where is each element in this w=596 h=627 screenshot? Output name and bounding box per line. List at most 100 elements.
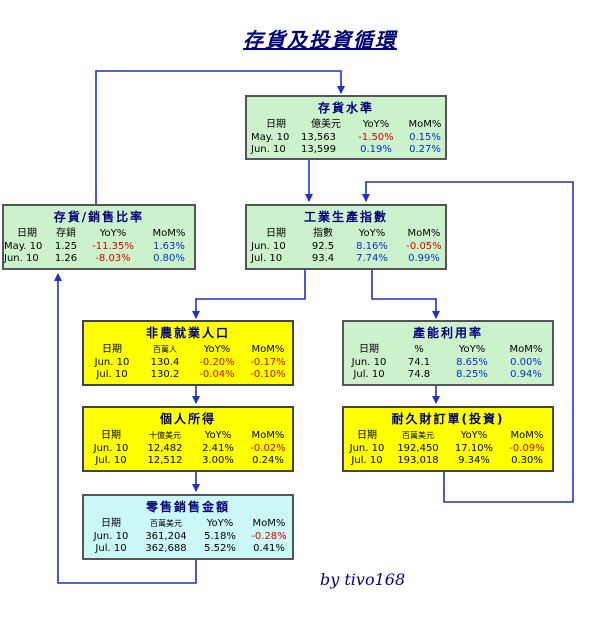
arrow-retail-to-ratio	[54, 273, 197, 584]
arrow-durable-to-production	[362, 181, 574, 503]
author-byline: by tivo168	[320, 570, 406, 589]
row-value: 93.4	[311, 253, 335, 264]
row-mom: 0.94%	[510, 369, 542, 380]
row-yoy: -0.04%	[199, 369, 235, 380]
header-yoy: YoY%	[203, 344, 231, 355]
row-date: Jun. 10	[93, 530, 129, 542]
row-value: 1.26	[54, 253, 78, 264]
row-value: 1.25	[54, 240, 78, 252]
row-value: 12,512	[147, 455, 183, 466]
box-title: 存貨水準	[317, 101, 374, 115]
row-date: Jul. 10	[95, 543, 127, 554]
header-date: 日期	[357, 430, 377, 441]
row-yoy: 8.16%	[356, 240, 388, 252]
header-mom: MoM%	[408, 119, 442, 130]
row-mom: 0.99%	[408, 253, 440, 264]
row-date: Jul. 10	[351, 455, 383, 466]
row-date: May. 10	[4, 240, 43, 252]
retail-sales-box: 零售銷售金額 日期 百萬美元 YoY% MoM% Jun. 10 361,204…	[82, 494, 294, 560]
row-date: Jun. 10	[351, 356, 387, 368]
header-date: 日期	[17, 228, 37, 239]
header-mom: MoM%	[251, 344, 285, 355]
arrow-production-to-capacity	[371, 270, 440, 319]
row-mom: 0.15%	[409, 131, 441, 143]
inventory-level-box: 存貨水準 日期 億美元 YoY% MoM% May. 10 13,563 -1.…	[245, 95, 447, 160]
row-yoy: 8.65%	[456, 356, 488, 368]
row-date: Jun. 10	[93, 442, 129, 454]
row-yoy: 8.25%	[456, 369, 488, 380]
arrow-production-to-payrolls	[192, 270, 306, 319]
row-yoy: 5.18%	[204, 530, 236, 542]
row-mom: -0.17%	[250, 356, 286, 368]
row-yoy: 0.19%	[360, 144, 392, 155]
capacity-utilization-box: 產能利用率 日期 % YoY% MoM% Jun. 10 74.1 8.65% …	[342, 320, 554, 386]
row-yoy: -8.03%	[95, 253, 131, 264]
row-value: 130.2	[150, 369, 180, 380]
header-mom: MoM%	[509, 344, 543, 355]
row-mom: -0.09%	[509, 442, 545, 454]
header-mom: MoM%	[252, 518, 286, 529]
row-mom: -0.28%	[251, 530, 287, 542]
row-value: 361,204	[145, 530, 187, 542]
row-value: 130.4	[150, 356, 180, 368]
personal-income-box: 個人所得 日期 十億美元 YoY% MoM% Jun. 10 12,482 2.…	[82, 406, 294, 472]
row-value: 13,599	[301, 144, 336, 155]
inventory-sales-ratio-box: 存貨/銷售比率 日期 存銷 YoY% MoM% May. 10 1.25 -11…	[2, 204, 196, 270]
row-mom: 0.41%	[253, 543, 285, 554]
box-title: 耐久財訂單(投資)	[391, 412, 505, 426]
row-value: 92.5	[311, 240, 335, 252]
diagram-title: 存貨及投資循環	[243, 28, 397, 52]
row-mom: -0.05%	[406, 240, 442, 252]
header-date: 日期	[102, 344, 122, 355]
header-mom: MoM%	[510, 430, 544, 441]
box-title: 零售銷售金額	[145, 500, 230, 514]
row-value: 12,482	[147, 442, 183, 454]
header-unit: 存銷	[56, 228, 76, 239]
header-unit: 百萬人	[153, 345, 177, 354]
header-yoy: YoY%	[206, 518, 234, 529]
header-date: 日期	[266, 228, 286, 239]
header-unit: 百萬美元	[402, 431, 434, 440]
row-mom: 0.80%	[153, 253, 185, 264]
header-mom: MoM%	[407, 228, 441, 239]
header-date: 日期	[359, 344, 379, 355]
row-mom: 0.30%	[511, 455, 543, 466]
row-date: Jul. 10	[353, 369, 385, 380]
row-yoy: 17.10%	[454, 442, 494, 454]
header-unit: 指數	[313, 228, 333, 239]
row-date: May. 10	[251, 131, 290, 143]
header-date: 日期	[101, 518, 121, 529]
nonfarm-payrolls-box: 非農就業人口 日期 百萬人 YoY% MoM% Jun. 10 130.4 -0…	[82, 320, 294, 386]
row-mom: -0.10%	[250, 369, 286, 380]
row-yoy: 5.52%	[204, 543, 236, 554]
header-date: 日期	[266, 119, 286, 130]
row-mom: 0.00%	[510, 356, 542, 368]
header-yoy: YoY%	[204, 430, 232, 441]
row-value: 362,688	[145, 543, 187, 554]
row-yoy: 2.41%	[202, 442, 234, 454]
row-yoy: -1.50%	[358, 131, 394, 143]
box-title: 個人所得	[159, 412, 216, 426]
row-date: Jul. 10	[96, 369, 128, 380]
box-title: 存貨/銷售比率	[53, 210, 145, 224]
header-unit: 百萬美元	[150, 519, 182, 528]
row-yoy: -0.20%	[199, 356, 235, 368]
arrow-ratio-to-inventory-level	[95, 70, 345, 204]
header-yoy: YoY%	[458, 344, 486, 355]
row-value: 192,450	[397, 442, 439, 454]
row-value: 193,018	[397, 455, 439, 466]
row-value: 74.8	[407, 369, 431, 380]
row-mom: -0.02%	[250, 442, 286, 454]
row-yoy: 9.34%	[458, 455, 490, 466]
header-yoy: YoY%	[358, 228, 386, 239]
box-title: 非農就業人口	[145, 326, 230, 340]
row-date: Jun. 10	[251, 240, 286, 252]
row-mom: 1.63%	[153, 240, 185, 252]
row-value: 74.1	[407, 356, 431, 368]
header-unit: 億美元	[311, 119, 341, 130]
header-yoy: YoY%	[362, 119, 390, 130]
header-mom: MoM%	[251, 430, 285, 441]
row-date: Jun. 10	[251, 144, 286, 155]
row-value: 13,563	[301, 131, 336, 143]
